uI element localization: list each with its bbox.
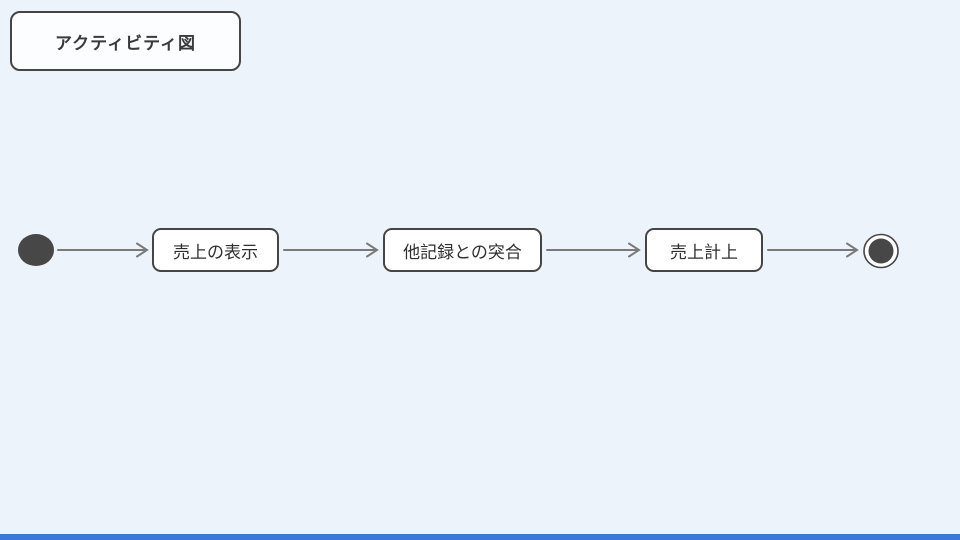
flow-arrow-1	[57, 242, 149, 258]
diagram-title-label: アクティビティ図	[54, 33, 197, 53]
activity-step-label: 売上計上	[670, 242, 738, 262]
start-node-icon	[18, 234, 54, 266]
flow-arrow-2	[283, 242, 379, 258]
activity-step-label: 売上の表示	[173, 242, 258, 262]
flow-arrow-3	[546, 242, 641, 258]
activity-step-record-sales: 売上計上	[645, 228, 763, 272]
flow-arrow-4	[767, 242, 859, 258]
end-node-icon	[863, 233, 899, 269]
footer-accent-bar	[0, 534, 960, 540]
activity-step-display-sales: 売上の表示	[152, 228, 279, 272]
activity-step-match-records: 他記録との突合	[383, 228, 542, 272]
activity-step-label: 他記録との突合	[403, 242, 522, 262]
diagram-title-box: アクティビティ図	[10, 11, 241, 71]
